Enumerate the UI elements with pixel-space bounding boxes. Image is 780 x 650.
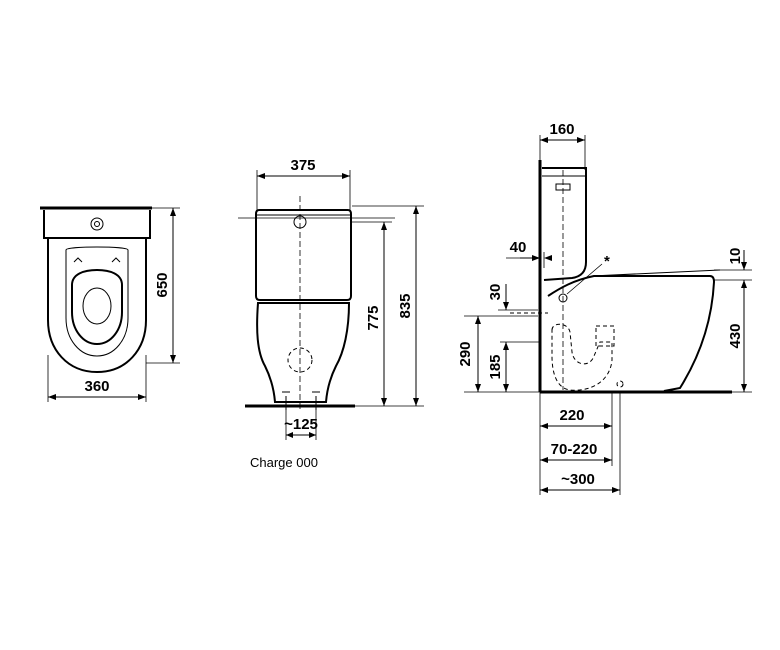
dim-835: 835 (397, 293, 414, 318)
dim-185: 185 (487, 354, 504, 379)
dim-775: 775 (365, 305, 382, 330)
top-view-seat (65, 246, 129, 357)
front-view-pedestal (256, 302, 351, 403)
hinge-marks (73, 257, 121, 263)
flush-button-icon (90, 217, 104, 231)
front-view-outlet (287, 347, 313, 373)
front-view: 375 775 835 ~125 Charge (238, 157, 424, 470)
front-view-tank (255, 209, 352, 301)
dim-290: 290 (457, 341, 474, 366)
dim-300: ~300 (561, 471, 595, 488)
dim-30: 30 (487, 284, 504, 301)
side-view-trap (551, 323, 613, 391)
dim-650: 650 (154, 272, 171, 297)
side-view-bowl (547, 275, 716, 392)
dim-375: 375 (290, 157, 315, 174)
dim-125: ~125 (284, 416, 318, 433)
marker-asterisk: * (604, 253, 610, 270)
dim-10: 10 (727, 248, 744, 265)
dim-160: 160 (549, 121, 574, 138)
water-inlet-icon (558, 293, 568, 303)
dim-40: 40 (510, 239, 527, 256)
flush-button-front-icon (293, 215, 307, 229)
top-view-opening (71, 268, 123, 346)
side-view-tank (542, 167, 587, 281)
fixing-marks (285, 396, 317, 410)
side-flush-button-icon (555, 183, 571, 191)
top-view-bowl (47, 238, 147, 374)
top-view-tank (43, 210, 151, 239)
caption-charge: Charge 000 (250, 455, 318, 470)
dim-360: 360 (84, 378, 109, 395)
dim-430: 430 (727, 323, 744, 348)
dim-70-220: 70-220 (551, 441, 598, 458)
dim-220: 220 (559, 407, 584, 424)
top-view: 650 360 (40, 206, 180, 402)
side-view: 160 * 40 30 (457, 121, 752, 495)
